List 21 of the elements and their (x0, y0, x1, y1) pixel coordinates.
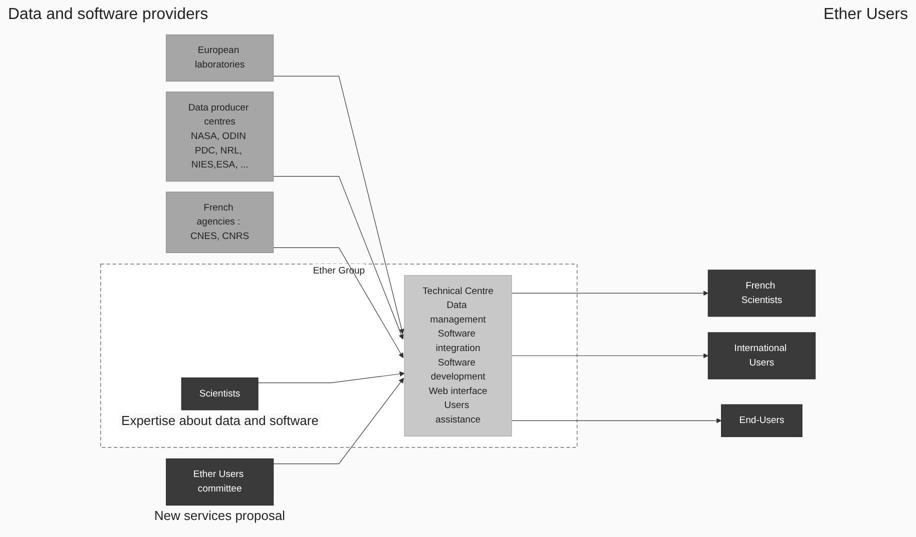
node-box: French Scientists (708, 270, 816, 317)
arrow (273, 76, 404, 334)
arrow (273, 176, 404, 340)
arrow (511, 290, 708, 296)
arrow (511, 353, 708, 358)
node-box: European laboratories (166, 34, 274, 82)
arrow (511, 418, 722, 424)
node-box: Technical Centre Data management Software integration Software development Web interface Users assistance (404, 275, 512, 436)
node-box: Scientists (181, 378, 258, 410)
node-box: French agencies : CNES, CNRS (166, 192, 274, 254)
node-box: Ether Users committee (166, 458, 274, 506)
group-heading: Data and software providers (8, 6, 208, 24)
node-box: International Users (708, 332, 816, 380)
node-caption: Expertise about data and software (119, 412, 321, 428)
node-caption: New services proposal (152, 508, 288, 524)
arrow (273, 247, 404, 358)
arrow (258, 371, 405, 384)
node-box: Data producer centres NASA, ODIN PDC, NRL, NIES,ESA, ... (166, 92, 274, 182)
arrow (273, 378, 404, 464)
group-heading: Ether Users (824, 6, 908, 24)
node-box: End-Users (721, 404, 802, 438)
